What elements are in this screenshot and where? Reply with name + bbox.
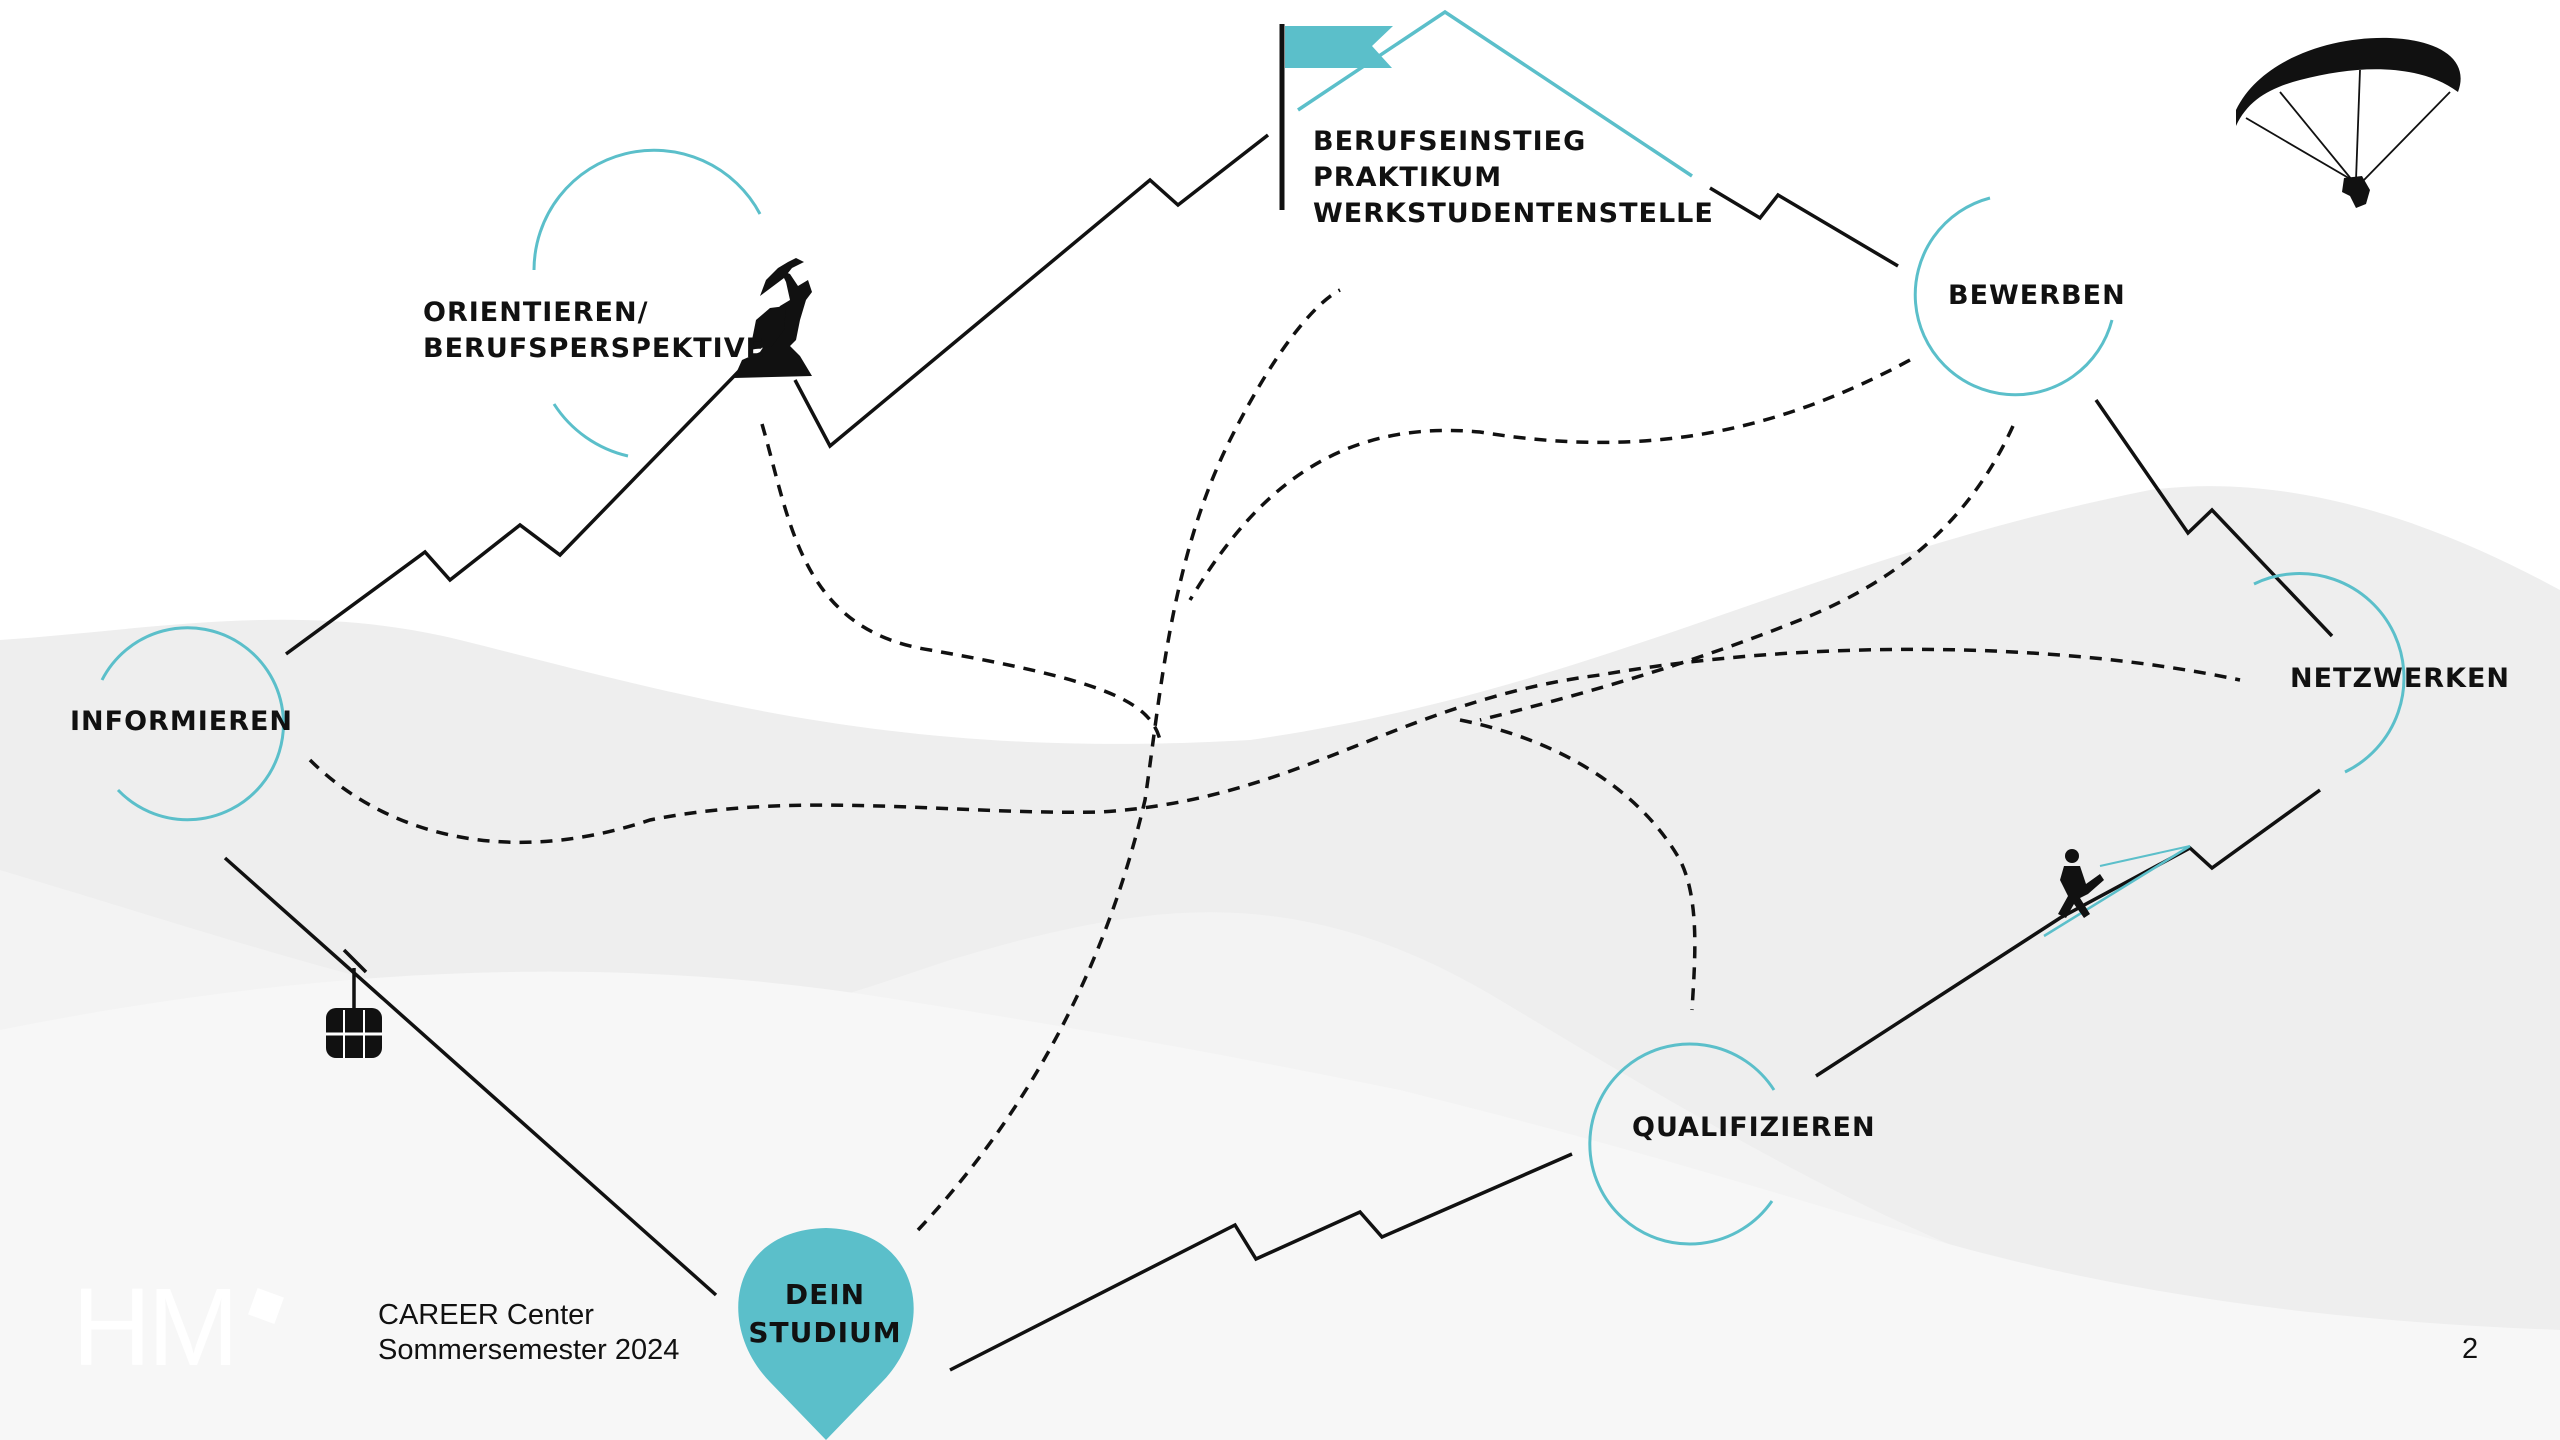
station-label-qualifizieren: QUALIFIZIEREN	[1632, 1112, 1876, 1143]
station-label-netzwerken: NETZWERKEN	[2290, 663, 2511, 694]
hm-logo: HM	[72, 1266, 239, 1389]
route-informieren-to-goat	[284, 368, 742, 656]
station-label-orientieren: ORIENTIEREN/ BERUFSPERSPEKTIVE	[423, 295, 765, 367]
dashed-to-qualifizieren	[1459, 718, 1697, 1011]
route-bewerben-to-netzwerken	[2094, 399, 2334, 638]
page-number: 2	[2462, 1333, 2479, 1365]
climber-icon	[2043, 844, 2191, 938]
station-label-berufseinstieg: BERUFSEINSTIEG PRAKTIKUM WERKSTUDENTENST…	[1313, 124, 1714, 232]
paraglider-icon	[2236, 37, 2461, 208]
station-label-dein-studium: DEIN STUDIUM	[725, 1276, 925, 1352]
dashed-bewerben-curve	[1188, 358, 1911, 601]
hill-front	[0, 971, 2560, 1440]
footer-org-info: CAREER Center Sommersemester 2024	[378, 1298, 679, 1368]
mountain-goat-icon	[734, 258, 812, 378]
arc-netzwerken	[2253, 572, 2406, 774]
footer-org: CAREER Center	[378, 1299, 594, 1331]
station-label-berufseinstieg-line3: WERKSTUDENTENSTELLE	[1313, 198, 1714, 229]
dein-studium-line2: STUDIUM	[748, 1316, 902, 1349]
arc-informieren	[100, 626, 285, 822]
dashed-informieren-to-netzwerken	[308, 647, 2241, 845]
station-label-orientieren-line1: ORIENTIEREN/	[423, 297, 649, 328]
arc-bewerben	[1913, 196, 2114, 397]
station-label-berufseinstieg-line1: BERUFSEINSTIEG	[1313, 126, 1587, 157]
dashed-bewerben-down	[1479, 425, 2015, 722]
mountain-route	[223, 133, 2334, 1372]
location-pin-icon	[738, 1228, 914, 1440]
station-label-berufseinstieg-line2: PRAKTIKUM	[1313, 162, 1503, 193]
station-label-orientieren-line2: BERUFSPERSPEKTIVE	[423, 333, 766, 364]
dein-studium-line1: DEIN	[784, 1278, 866, 1311]
dashed-goat-to-center	[760, 423, 1162, 741]
summit-flag-icon	[1279, 24, 1393, 210]
route-flag-to-bewerben	[1709, 186, 1899, 268]
route-goat-to-flag	[793, 133, 1270, 449]
arc-orientieren-top	[532, 148, 762, 271]
arc-qualifizieren	[1588, 1042, 1776, 1246]
summit-ridge	[1297, 9, 1693, 178]
station-label-bewerben: BEWERBEN	[1948, 280, 2126, 311]
dashed-paths	[308, 288, 2241, 1232]
cable-car-icon	[326, 948, 382, 1058]
dashed-studium-to-flag	[916, 288, 1341, 1232]
route-qualifizieren-to-studium	[949, 1152, 1573, 1372]
route-netzwerken-to-qualifizieren	[1815, 788, 2322, 1078]
footer-semester: Sommersemester 2024	[378, 1334, 680, 1366]
arc-orientieren-bottom	[552, 403, 629, 458]
route-studium-to-informieren	[223, 856, 718, 1297]
station-label-informieren: INFORMIEREN	[70, 706, 294, 737]
station-arcs	[100, 148, 2406, 1246]
